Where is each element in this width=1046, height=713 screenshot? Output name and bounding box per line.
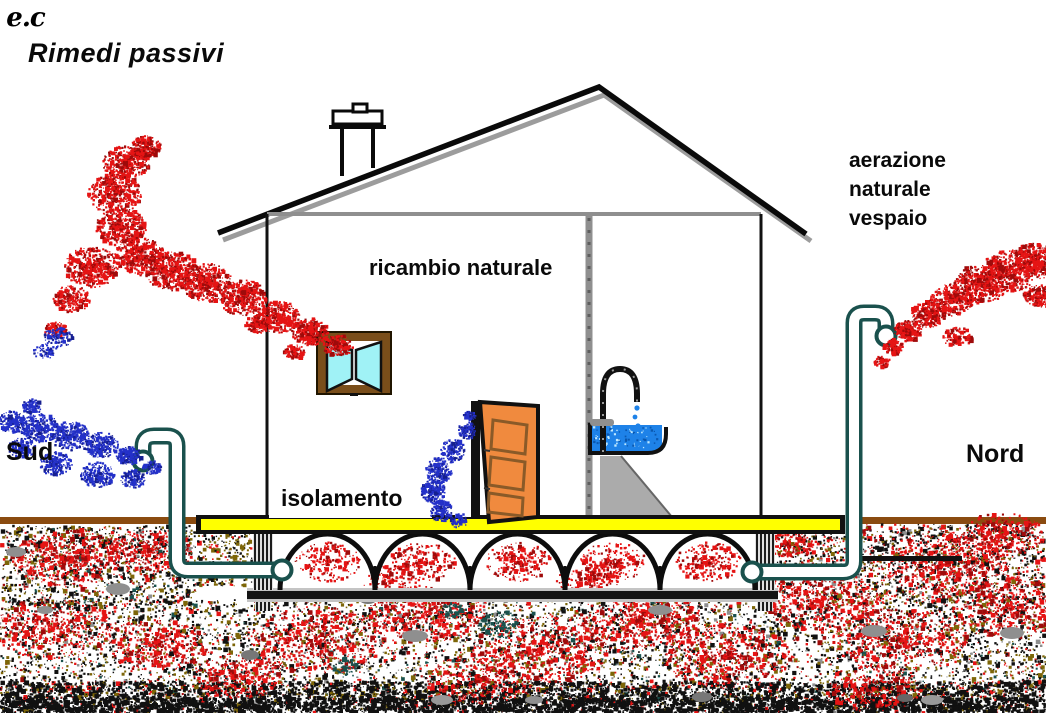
chimney xyxy=(329,104,386,176)
floor-bottom-border xyxy=(196,530,845,534)
label-crawl-line3: vespaio xyxy=(849,204,946,233)
slab-core xyxy=(247,591,778,599)
label-south: Sud xyxy=(6,438,53,467)
label-room-ventilation: ricambio naturale xyxy=(369,255,552,281)
pipe-right-bottom-outlet xyxy=(743,563,762,582)
page-title: Rimedi passivi xyxy=(28,38,224,69)
chimney-cap-knob xyxy=(353,104,367,112)
roof xyxy=(218,87,806,234)
underground-layer xyxy=(0,513,1046,713)
ground-line-left xyxy=(0,517,197,524)
pipe-left-bottom-outlet xyxy=(273,561,292,580)
label-crawl-line2: naturale xyxy=(849,175,946,204)
label-crawlspace-ventilation: aerazione naturale vespaio xyxy=(849,146,946,233)
floor-cap-left xyxy=(196,515,201,534)
label-crawl-line1: aerazione xyxy=(849,146,946,175)
sink xyxy=(590,369,672,517)
label-insulation: isolamento xyxy=(281,485,402,512)
floor-cap-right xyxy=(840,515,845,534)
window-latch xyxy=(350,393,358,396)
soil-speckle-texture xyxy=(0,513,1046,713)
buried-duct-line xyxy=(862,556,962,561)
sink-pedestal xyxy=(600,456,672,517)
faucet-handle xyxy=(590,419,614,426)
label-north: Nord xyxy=(966,440,1024,469)
foundation-slab xyxy=(247,588,778,602)
